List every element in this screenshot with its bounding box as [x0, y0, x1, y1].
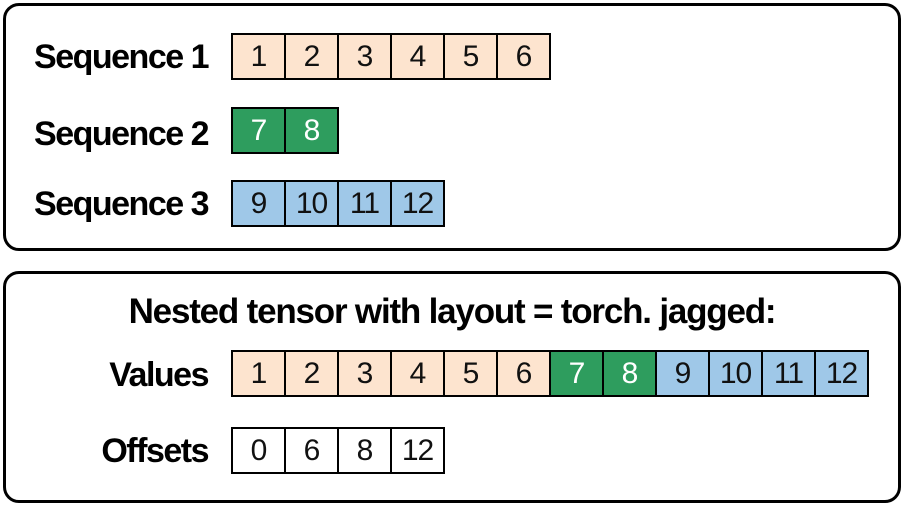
- sequence-2-cell: 8: [284, 107, 339, 154]
- values-cell: 1: [231, 350, 286, 397]
- sequence-1-cell: 3: [337, 33, 392, 80]
- sequence-3-cell: 11: [337, 180, 392, 227]
- values-cell: 4: [390, 350, 445, 397]
- sequence-3-cell: 9: [231, 180, 286, 227]
- values-cell: 8: [602, 350, 657, 397]
- offsets-cell: 0: [231, 427, 286, 474]
- sequence-3-label: Sequence 3: [34, 185, 209, 223]
- sequence-3-cell: 10: [284, 180, 339, 227]
- offsets-cell: 6: [284, 427, 339, 474]
- sequence-2-cell: 7: [231, 107, 286, 154]
- sequence-2-label: Sequence 2: [34, 115, 209, 153]
- values-cell: 3: [337, 350, 392, 397]
- offsets-label: Offsets: [101, 432, 209, 470]
- values-cell: 12: [814, 350, 869, 397]
- sequence-1-cell: 6: [496, 33, 551, 80]
- sequence-1-cell: 1: [231, 33, 286, 80]
- sequence-1-cell: 5: [443, 33, 498, 80]
- values-cell: 6: [496, 350, 551, 397]
- values-cell: 2: [284, 350, 339, 397]
- values-cell: 11: [761, 350, 816, 397]
- values-cell: 10: [708, 350, 763, 397]
- values-cell: 5: [443, 350, 498, 397]
- values-label: Values: [109, 356, 209, 394]
- sequence-1-cell: 4: [390, 33, 445, 80]
- offsets-cell: 8: [337, 427, 392, 474]
- sequence-3-cell: 12: [390, 180, 445, 227]
- sequence-1-label: Sequence 1: [34, 38, 209, 76]
- values-cell: 7: [549, 350, 604, 397]
- nested-tensor-heading: Nested tensor with layout = torch. jagge…: [128, 292, 777, 331]
- nested-tensor-panel: Nested tensor with layout = torch. jagge…: [3, 271, 901, 503]
- values-cell: 9: [655, 350, 710, 397]
- sequence-1-cell: 2: [284, 33, 339, 80]
- offsets-cell: 12: [390, 427, 445, 474]
